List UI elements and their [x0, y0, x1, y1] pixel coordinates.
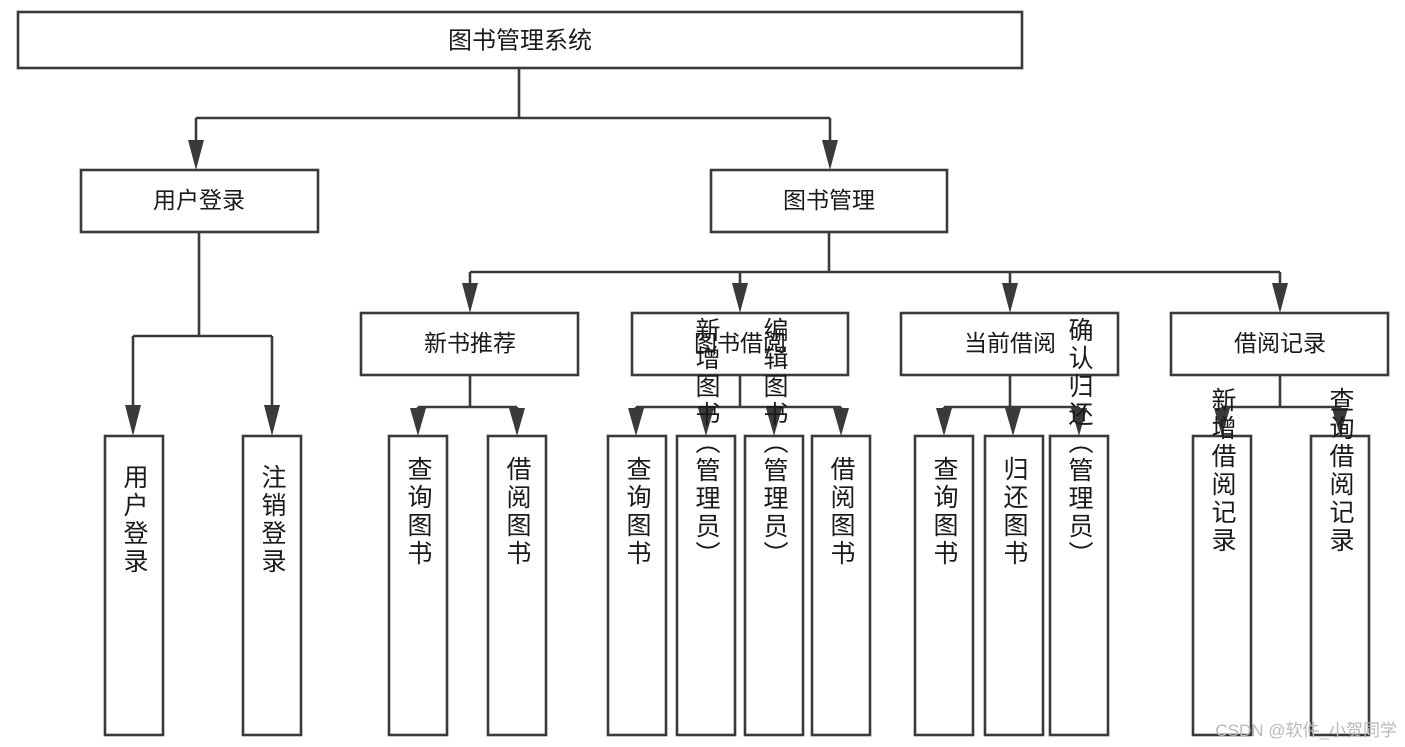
node-new-book-recommend-label: 新书推荐 [424, 330, 516, 356]
leaf-user-login-logout[interactable]: 注销登录 [241, 434, 303, 737]
leaf-book-borrow-add[interactable]: 新增图书（管理员） [675, 317, 737, 737]
leaf-user-login-login[interactable]: 用户登录 [103, 434, 165, 737]
connector-bookmgmt-to-level3 [462, 232, 1288, 313]
node-book-management-label: 图书管理 [783, 187, 875, 213]
leaf-new-book-query-label: 查询图书 [404, 456, 433, 568]
leaf-new-book-query[interactable]: 查询图书 [387, 434, 449, 737]
connector-bookborrow-to-leaves [628, 375, 849, 436]
leaf-book-borrow-add-label: 新增图书（管理员） [692, 317, 721, 569]
leaf-book-borrow-query-label: 查询图书 [623, 456, 652, 568]
node-root-label: 图书管理系统 [448, 27, 592, 54]
node-root-book-management-system[interactable]: 图书管理系统 [16, 10, 1024, 70]
leaf-borrow-record-add[interactable]: 新增借阅记录 [1191, 387, 1253, 737]
leaf-borrow-record-add-label: 新增借阅记录 [1208, 387, 1237, 555]
leaf-current-borrow-confirm-label: 确认归还（管理员） [1065, 317, 1094, 569]
leaf-borrow-record-query-label: 查询借阅记录 [1326, 387, 1355, 555]
leaf-user-login-login-label: 用户登录 [120, 464, 149, 576]
connector-root-to-level2 [188, 68, 838, 170]
connector-newbook-to-leaves [410, 375, 525, 436]
node-user-login[interactable]: 用户登录 [79, 168, 320, 234]
leaf-book-borrow-borrow[interactable]: 借阅图书 [810, 434, 872, 737]
leaf-book-borrow-borrow-label: 借阅图书 [827, 456, 856, 568]
node-book-borrow[interactable]: 图书借阅 [630, 311, 850, 377]
node-borrow-record[interactable]: 借阅记录 [1169, 311, 1390, 377]
node-current-borrow[interactable]: 当前借阅 [899, 311, 1120, 377]
leaf-new-book-borrow[interactable]: 借阅图书 [486, 434, 548, 737]
leaf-book-borrow-edit[interactable]: 编辑图书（管理员） [743, 317, 805, 737]
leaf-borrow-record-query[interactable]: 查询借阅记录 [1309, 387, 1371, 737]
leaf-current-borrow-return-label: 归还图书 [1000, 456, 1029, 568]
node-book-borrow-label: 图书借阅 [694, 330, 786, 356]
connector-userlogin-to-leaves [125, 232, 280, 436]
leaf-current-borrow-query[interactable]: 查询图书 [913, 434, 975, 737]
leaf-current-borrow-confirm[interactable]: 确认归还（管理员） [1048, 317, 1110, 737]
leaf-current-borrow-return[interactable]: 归还图书 [983, 434, 1045, 737]
node-user-login-label: 用户登录 [153, 187, 245, 213]
leaf-current-borrow-query-label: 查询图书 [930, 456, 959, 568]
leaf-book-borrow-edit-label: 编辑图书（管理员） [760, 317, 789, 569]
leaf-user-login-logout-label: 注销登录 [258, 464, 287, 576]
node-borrow-record-label: 借阅记录 [1234, 330, 1326, 356]
connector-borrowrecord-to-leaves [1214, 375, 1348, 436]
node-current-borrow-label: 当前借阅 [964, 330, 1056, 356]
node-new-book-recommend[interactable]: 新书推荐 [359, 311, 580, 377]
leaf-book-borrow-query[interactable]: 查询图书 [606, 434, 668, 737]
connector-currentborrow-to-leaves [936, 375, 1087, 436]
leaf-new-book-borrow-label: 借阅图书 [503, 456, 532, 568]
node-book-management[interactable]: 图书管理 [709, 168, 949, 234]
